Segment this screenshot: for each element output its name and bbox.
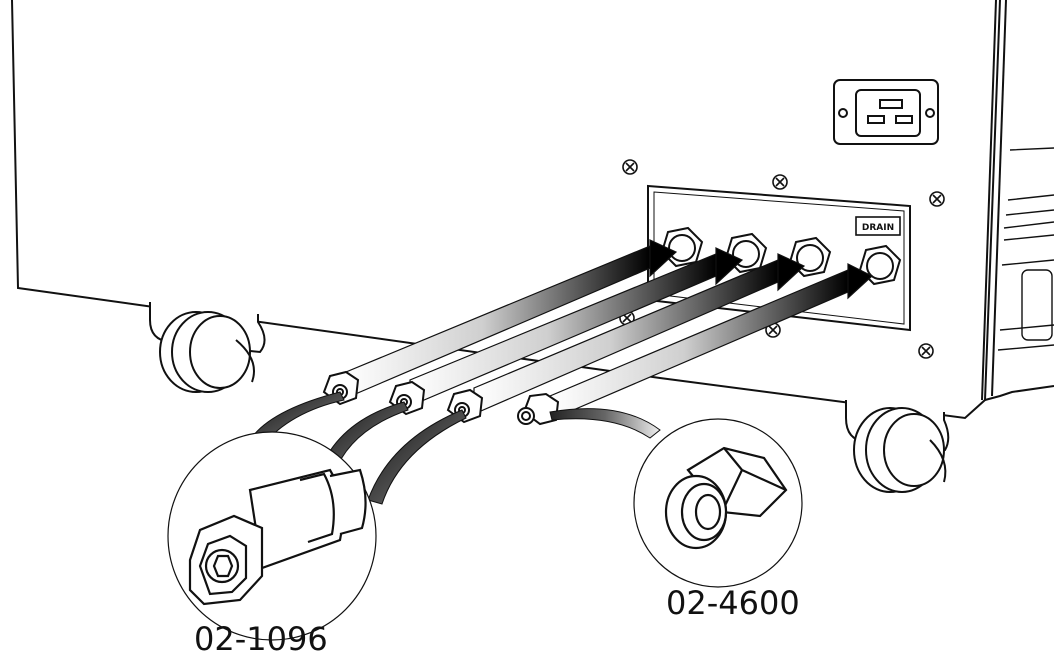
side-panel-details: [997, 147, 1054, 351]
arrow-2: [409, 247, 744, 407]
cabinet-front-outline: [11, 0, 1001, 420]
callout-circle-right: [633, 418, 803, 588]
connection-arrows: [345, 239, 874, 421]
leader-3: [367, 409, 467, 505]
part-number-right: 02-4600: [666, 584, 800, 622]
cabinet: [11, 0, 1054, 420]
callout-circle-left: [167, 431, 377, 641]
push-fitting-icon: [664, 446, 788, 550]
port-1: [660, 226, 704, 268]
part-number-left: 02-1096: [194, 620, 328, 653]
arrow-3: [473, 253, 806, 415]
caster-left: [149, 302, 266, 393]
panel-screw-icon: [619, 159, 945, 359]
drain-label-plate: DRAIN: [855, 216, 901, 236]
caster-right: [845, 400, 950, 493]
fitting-drain: [517, 392, 560, 426]
arrow-1: [345, 239, 678, 399]
cabinet-side-edge: [984, 385, 1054, 401]
compression-fitting-icon: [188, 468, 367, 606]
drain-label: DRAIN: [862, 223, 894, 233]
iec-power-inlet-icon: [833, 79, 939, 145]
leader-4: [549, 408, 661, 439]
